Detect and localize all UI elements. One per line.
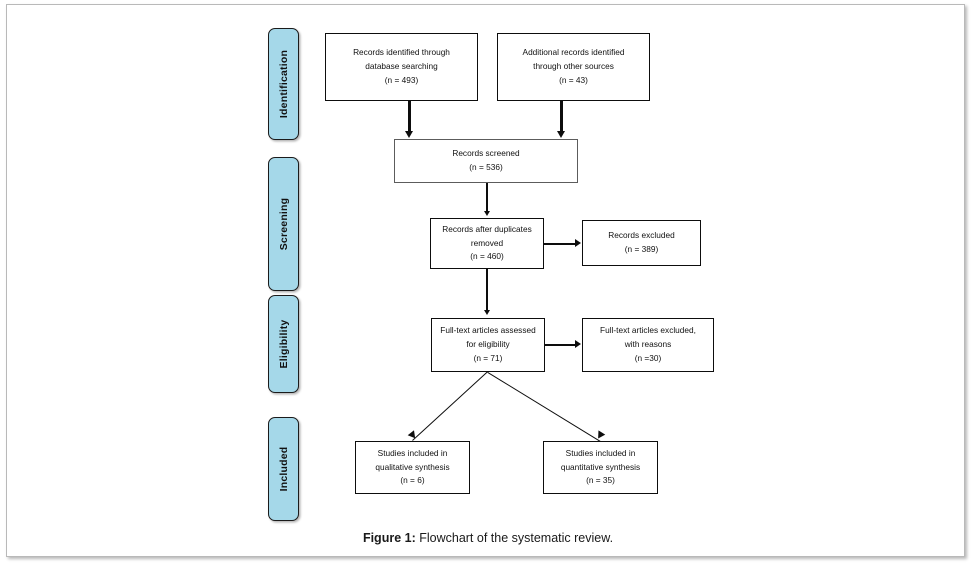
box-records-after-duplicates-text: Records after duplicates removed (n = 46…	[442, 223, 532, 262]
connector-fulltext-to-excluded	[545, 344, 576, 346]
box-records-identified-text: Records identified through database sear…	[353, 47, 450, 85]
box-fulltext-excluded: Full-text articles excluded, with reason…	[582, 318, 714, 372]
box-qualitative-synthesis-text: Studies included in qualitative synthesi…	[375, 447, 450, 486]
arrowhead-fulltext-to-excluded	[575, 340, 581, 349]
box-records-screened: Records screened (n = 536)	[394, 139, 578, 183]
arrowhead-fulltext-to-qualitative	[407, 430, 419, 441]
arrowhead-identified-to-screened	[404, 131, 413, 138]
box-fulltext-assessed: Full-text articles assessed for eligibil…	[431, 318, 545, 372]
figure-caption: Figure 1: Flowchart of the systematic re…	[0, 531, 976, 545]
box-quantitative-synthesis-text: Studies included in quantitative synthes…	[560, 447, 641, 486]
box-records-identified: Records identified through database sear…	[325, 33, 478, 101]
box-fulltext-assessed-text: Full-text articles assessed for eligibil…	[440, 325, 536, 363]
connector-fulltext-to-quantitative	[487, 372, 602, 443]
arrowhead-additional-to-screened	[556, 131, 565, 138]
connector-identified-to-screened	[408, 101, 411, 132]
stage-pill-identification: Identification	[268, 28, 299, 140]
box-additional-records: Additional records identified through ot…	[497, 33, 650, 101]
figure-caption-lead: Figure 1:	[362, 531, 416, 545]
box-quantitative-synthesis: Studies included in quantitative synthes…	[543, 441, 658, 494]
arrowhead-duplicates-to-excluded	[575, 239, 581, 248]
arrowhead-duplicates-to-fulltext	[483, 310, 490, 315]
connector-additional-to-screened	[560, 101, 563, 132]
box-records-screened-text: Records screened (n = 536)	[452, 148, 520, 172]
stage-pill-identification-label: Identification	[277, 49, 290, 119]
connector-screened-to-duplicates	[486, 183, 488, 212]
box-fulltext-excluded-text: Full-text articles excluded, with reason…	[600, 325, 696, 363]
page-frame	[6, 4, 965, 557]
box-records-after-duplicates: Records after duplicates removed (n = 46…	[430, 218, 544, 269]
box-qualitative-synthesis: Studies included in qualitative synthesi…	[355, 441, 470, 494]
stage-pill-included: Included	[268, 417, 299, 521]
arrowhead-screened-to-duplicates	[483, 211, 490, 216]
box-additional-records-text: Additional records identified through ot…	[522, 47, 625, 85]
stage-pill-eligibility: Eligibility	[268, 295, 299, 393]
box-records-excluded: Records excluded (n = 389)	[582, 220, 701, 266]
figure-caption-text: Flowchart of the systematic review.	[415, 531, 614, 545]
box-records-excluded-text: Records excluded (n = 389)	[608, 230, 675, 254]
connector-fulltext-to-qualitative	[411, 371, 488, 441]
connector-duplicates-to-excluded	[544, 243, 576, 245]
stage-pill-screening: Screening	[268, 157, 299, 291]
connector-duplicates-to-fulltext	[486, 269, 488, 311]
stage-pill-included-label: Included	[277, 446, 290, 492]
stage-pill-screening-label: Screening	[277, 197, 290, 251]
stage-pill-eligibility-label: Eligibility	[277, 319, 290, 369]
